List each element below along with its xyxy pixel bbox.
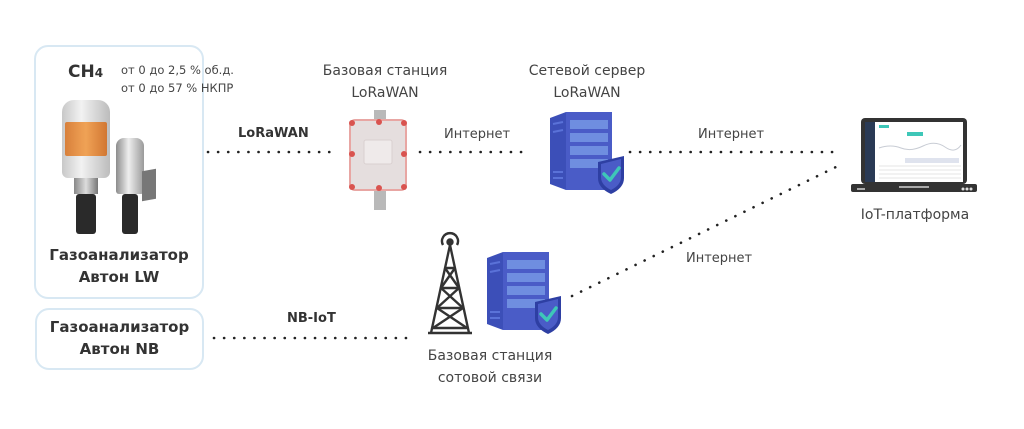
- gas-formula: CH4: [68, 62, 103, 82]
- device-nb-title-2: Автон NB: [79, 340, 160, 358]
- cell-station-label-1: Базовая станция: [427, 348, 553, 364]
- cell-server-icon: [487, 252, 561, 334]
- gateway-icon: [349, 110, 407, 210]
- link-internet-1-label: Интернет: [444, 127, 511, 142]
- link-internet-3-label: Интернет: [686, 251, 753, 266]
- range-line-2: от 0 до 57 % НКПР: [121, 81, 234, 95]
- cell-tower-icon: [428, 232, 472, 335]
- iot-platform-label: IoT-платформа: [860, 207, 970, 223]
- range-line-1: от 0 до 2,5 % об.д.: [121, 63, 234, 77]
- lora-station-label-2: LoRaWAN: [351, 85, 419, 101]
- gas-formula-main: CH: [68, 62, 95, 82]
- cell-station-label-2: сотовой связи: [437, 370, 543, 386]
- network-server-icon: [550, 112, 624, 194]
- link-lorawan-label: LoRaWAN: [238, 126, 309, 141]
- lora-station-label-1: Базовая станция: [322, 63, 448, 79]
- device-nb-card: [35, 308, 204, 370]
- network-server-label-1: Сетевой сервер: [528, 63, 646, 79]
- sensor-photo: [62, 100, 182, 234]
- link-internet-3-line: [570, 163, 842, 298]
- device-lw-title-2: Автон LW: [78, 268, 160, 286]
- laptop-icon: [851, 118, 977, 192]
- link-nbiot-label: NB-IoT: [287, 311, 336, 326]
- device-lw-title-1: Газоанализатор: [49, 246, 189, 264]
- network-server-label-2: LoRaWAN: [553, 85, 621, 101]
- link-internet-2-label: Интернет: [698, 127, 765, 142]
- device-nb-title-1: Газоанализатор: [49, 318, 190, 336]
- gas-formula-sub: 4: [94, 66, 104, 80]
